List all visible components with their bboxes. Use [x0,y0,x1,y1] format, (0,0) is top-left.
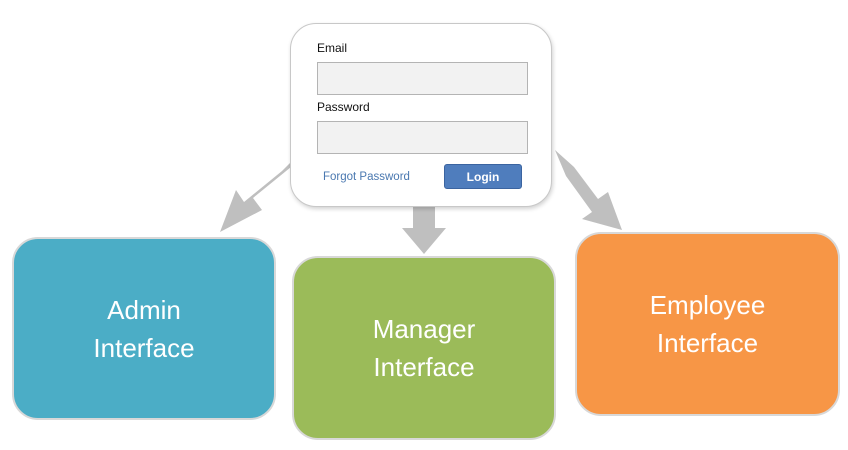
admin-interface-line1: Admin [107,294,181,325]
manager-interface-line1: Manager [372,314,476,344]
password-label: Password [317,100,370,114]
employee-interface-line2: Interface [656,328,759,358]
login-button[interactable]: Login [444,164,522,189]
manager-interface-line2: Interface [373,352,475,382]
employee-interface-line1: Employee [649,290,766,320]
arrow-to-employee [555,150,622,230]
employee-interface-box: Employee Interface [575,232,840,416]
manager-interface-box: Manager Interface [292,256,556,440]
email-field[interactable] [317,62,528,95]
arrow-to-manager [402,207,446,254]
password-field[interactable] [317,121,528,154]
email-label: Email [317,41,348,55]
admin-interface-line2: Interface [93,332,195,363]
forgot-password-link[interactable]: Forgot Password [323,171,410,183]
arrow-to-admin [220,150,303,232]
login-card: Email Password Forgot Password Login [290,23,552,207]
admin-interface-box: Admin Interface [12,237,276,420]
